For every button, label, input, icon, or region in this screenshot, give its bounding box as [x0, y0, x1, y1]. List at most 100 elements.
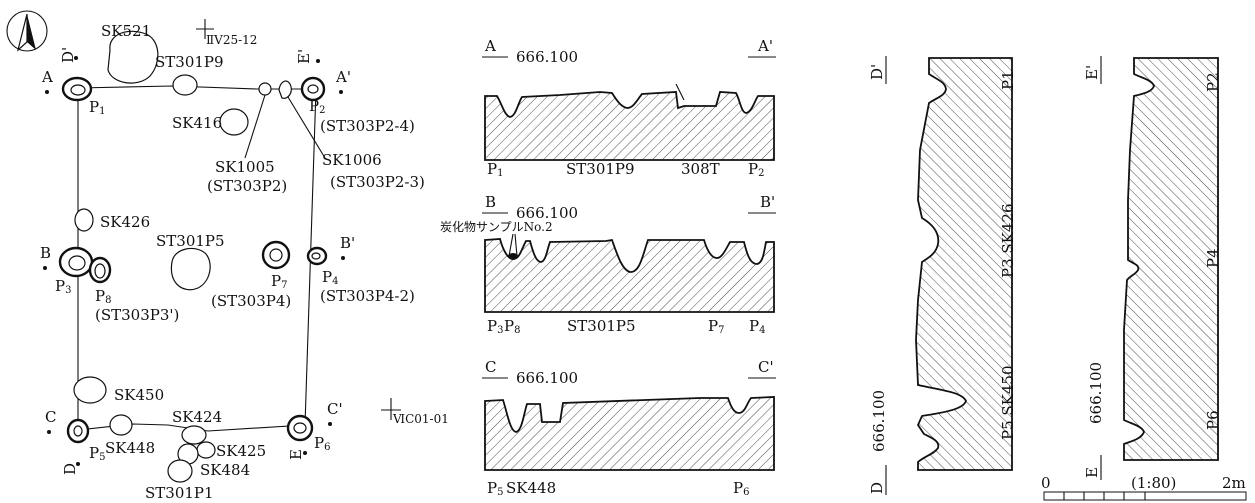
pit-sk448 [109, 414, 133, 436]
pit-sk1005 [258, 82, 272, 96]
section-d-start: D [868, 482, 886, 494]
label-p4-note: (ST303P4-2) [320, 287, 415, 305]
label-sk1005-note: (ST303P2) [207, 177, 287, 195]
grid-point-top: ⅡV25-12 [196, 19, 257, 47]
label-sk424: SK424 [172, 408, 222, 426]
plan-mark-e-prime: E' [295, 49, 313, 64]
label-sk448: SK448 [105, 439, 155, 457]
section-a-label-p2: P2 [748, 160, 764, 179]
label-sk484: SK484 [200, 461, 250, 479]
north-arrow-icon [6, 10, 48, 52]
plan-mark-b-prime: B' [340, 234, 355, 252]
plan-mark-e: E [287, 449, 305, 460]
section-b-elevation: 666.100 [516, 204, 578, 222]
section-e-label-p6: P6 [1204, 410, 1222, 430]
pit-sk424 [181, 425, 207, 445]
label-st301p1: ST301P1 [145, 484, 214, 502]
label-sk426: SK426 [100, 213, 150, 231]
pit-st301p1 [167, 459, 193, 483]
section-a-elevation: 666.100 [516, 48, 578, 66]
pit-p8-inner [94, 263, 106, 279]
label-sk1005: SK1005 [215, 158, 275, 176]
pit-st301p9 [172, 74, 198, 96]
plan-section-marks: A A' B B' C C' D' D E' E [40, 47, 355, 475]
section-c: C 666.100 C' P5 SK448 P6 [482, 358, 776, 498]
section-a-start: A [484, 37, 496, 55]
label-p4: P4 [322, 268, 338, 287]
grid-point-right: ⅥC01-01 [381, 398, 449, 426]
pit-sk1006 [278, 80, 292, 99]
section-b-start: B [485, 193, 496, 211]
plan-mark-d: D [61, 463, 79, 475]
section-b: B 666.100 B' 炭化物サンプルNo.2 P3 P8 ST301P5 P… [440, 193, 776, 336]
grid-point-right-label: ⅥC01-01 [392, 412, 449, 426]
scale-start: 0 [1041, 474, 1051, 492]
label-p2-note: (ST303P2-4) [320, 117, 415, 135]
section-a-label-st301p9: ST301P9 [566, 160, 635, 178]
section-c-label-sk448: SK448 [506, 479, 556, 497]
section-d: D' D 666.100 P1 P3 SK426 P5 SK450 [868, 56, 1017, 495]
section-d-elevation: 666.100 [870, 390, 888, 452]
section-c-profile [484, 396, 775, 471]
section-b-label-p8: P8 [504, 317, 520, 336]
pit-sk425 [196, 441, 216, 459]
plan-view: ⅡV25-12 [6, 10, 449, 502]
scale-ratio: (1:80) [1131, 474, 1176, 492]
label-sk450: SK450 [114, 386, 164, 404]
section-d-label-p3-sk426: P3 SK426 [999, 203, 1017, 278]
label-sk416: SK416 [172, 114, 222, 132]
pit-sk416 [219, 108, 249, 136]
section-d-end: D' [868, 64, 886, 80]
label-p8: P8 [95, 287, 111, 306]
pit-p7-inner [269, 248, 283, 262]
plan-mark-b: B [40, 244, 51, 262]
label-st301p5: ST301P5 [156, 232, 225, 250]
section-c-label-p6: P6 [733, 479, 749, 498]
section-e-elevation: 666.100 [1087, 362, 1105, 424]
plan-mark-c: C [45, 408, 56, 426]
pit-p6-inner [293, 422, 307, 434]
section-c-start: C [485, 358, 496, 376]
plan-mark-d-prime: D' [59, 47, 77, 63]
section-c-label-p5: P5 [487, 479, 503, 498]
label-sk1006-note: (ST303P2-3) [330, 173, 425, 191]
section-b-end: B' [760, 193, 775, 211]
section-e-label-p2: P2 [1204, 72, 1222, 92]
plan-mark-a-prime: A' [335, 68, 351, 86]
section-c-elevation: 666.100 [516, 369, 578, 387]
pit-p5-inner [73, 425, 83, 437]
section-a-label-p1: P1 [487, 160, 503, 179]
pit-p1-inner [70, 84, 86, 96]
grid-point-top-label: ⅡV25-12 [206, 33, 257, 47]
pit-sk521 [107, 30, 159, 84]
scale-end: 2m [1222, 474, 1246, 492]
section-d-profile [915, 57, 1013, 471]
label-p8-note: (ST303P3') [95, 306, 179, 324]
section-a-label-308t: 308T [681, 160, 720, 178]
section-d-label-p5-sk450: P5 SK450 [999, 365, 1017, 440]
pit-sk450 [73, 376, 107, 404]
section-b-sample-note: 炭化物サンプルNo.2 [440, 220, 553, 234]
label-p7-note: (ST303P4) [211, 292, 291, 310]
label-p1: P1 [89, 98, 105, 117]
label-sk1006: SK1006 [322, 151, 382, 169]
section-b-label-p3: P3 [487, 317, 503, 336]
section-e-profile [1123, 57, 1219, 461]
section-e-start: E [1083, 467, 1101, 478]
section-d-label-p1: P1 [999, 70, 1017, 90]
label-p3: P3 [55, 277, 71, 296]
section-a-profile [484, 91, 775, 161]
label-p2: P2 [309, 97, 325, 116]
section-a-end: A' [757, 37, 773, 55]
label-st301p9: ST301P9 [155, 53, 224, 71]
pit-p3-inner [68, 255, 86, 271]
section-e-label-p4: P4 [1204, 248, 1222, 268]
section-e: E' E 666.100 P2 P4 P6 [1083, 56, 1222, 480]
label-p6: P6 [314, 434, 330, 453]
scale-bar: 0 (1:80) 2m [1041, 474, 1247, 501]
section-b-label-st301p5: ST301P5 [567, 317, 636, 335]
section-b-profile [484, 238, 775, 313]
structure-outline [77, 85, 317, 432]
section-b-label-p7: P7 [708, 317, 724, 336]
